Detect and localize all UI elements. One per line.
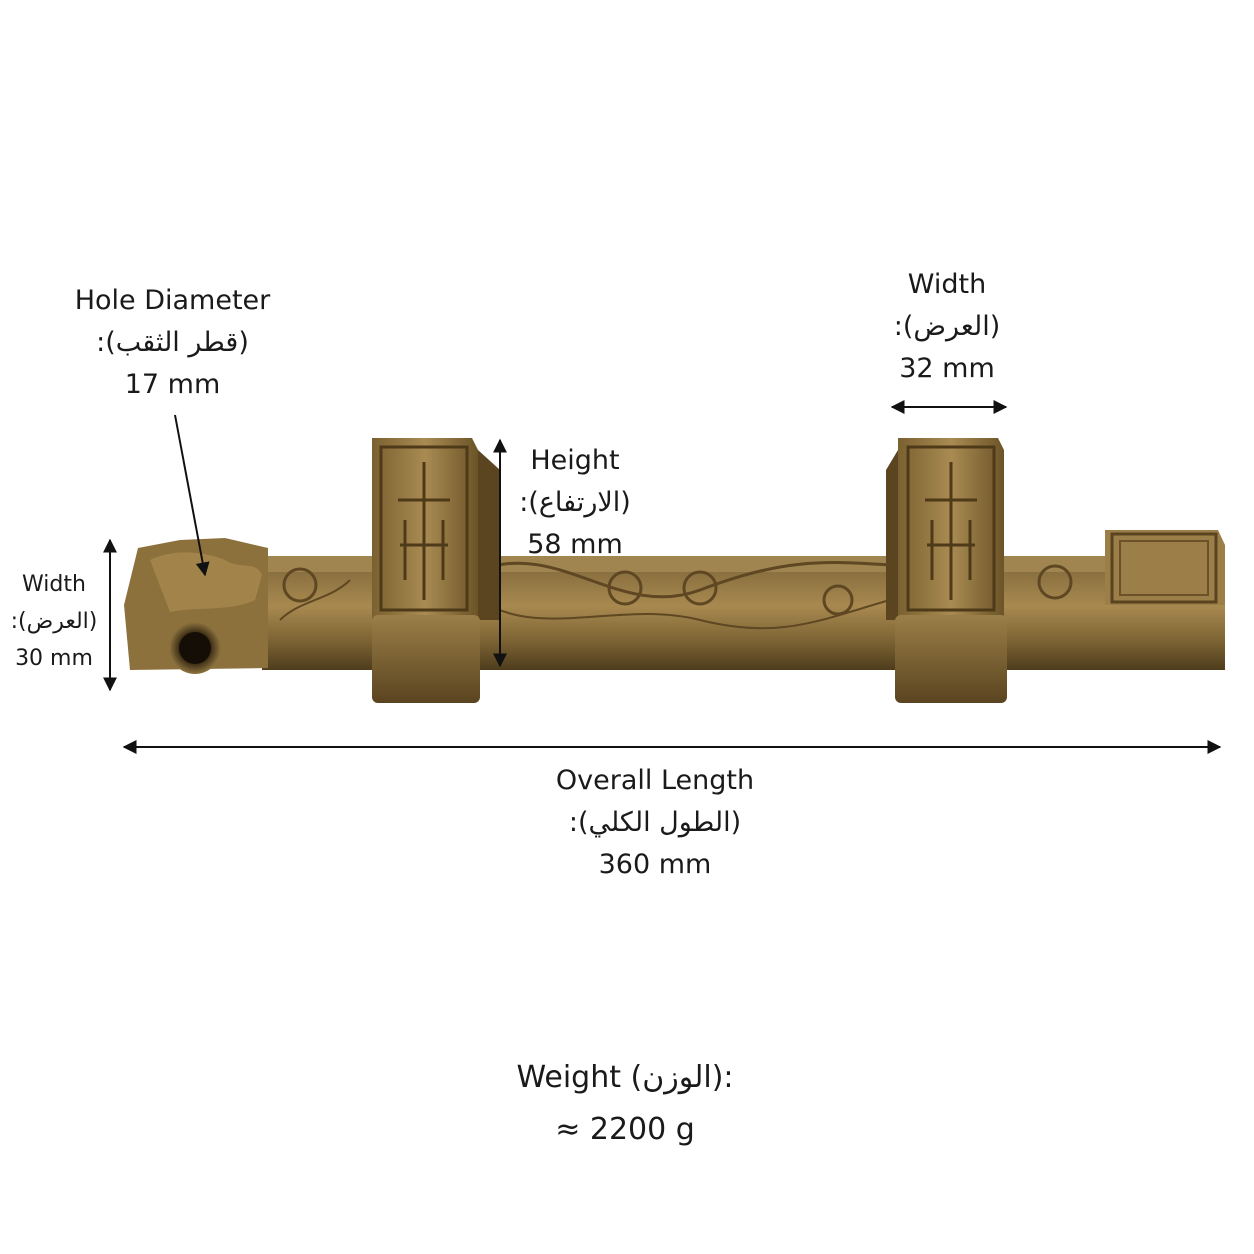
handle-end-cap <box>124 538 268 674</box>
end-width-label: Width (العرض): 30 mm <box>10 572 98 671</box>
height-label: Height (الارتفاع): 58 mm <box>519 445 631 560</box>
post-width-label: Width (العرض): 32 mm <box>893 269 1001 384</box>
right-post <box>886 438 1007 703</box>
left-post <box>372 438 500 703</box>
hole-diameter-label: Hole Diameter (قطر الثقب): 17 mm <box>74 285 271 400</box>
weight-label: Weight (الوزن): ≈ 2200 g <box>516 1060 734 1147</box>
overall-length-label: Overall Length (الطول الكلي): 360 mm <box>555 765 755 880</box>
hole-diameter-pointer <box>174 414 210 577</box>
